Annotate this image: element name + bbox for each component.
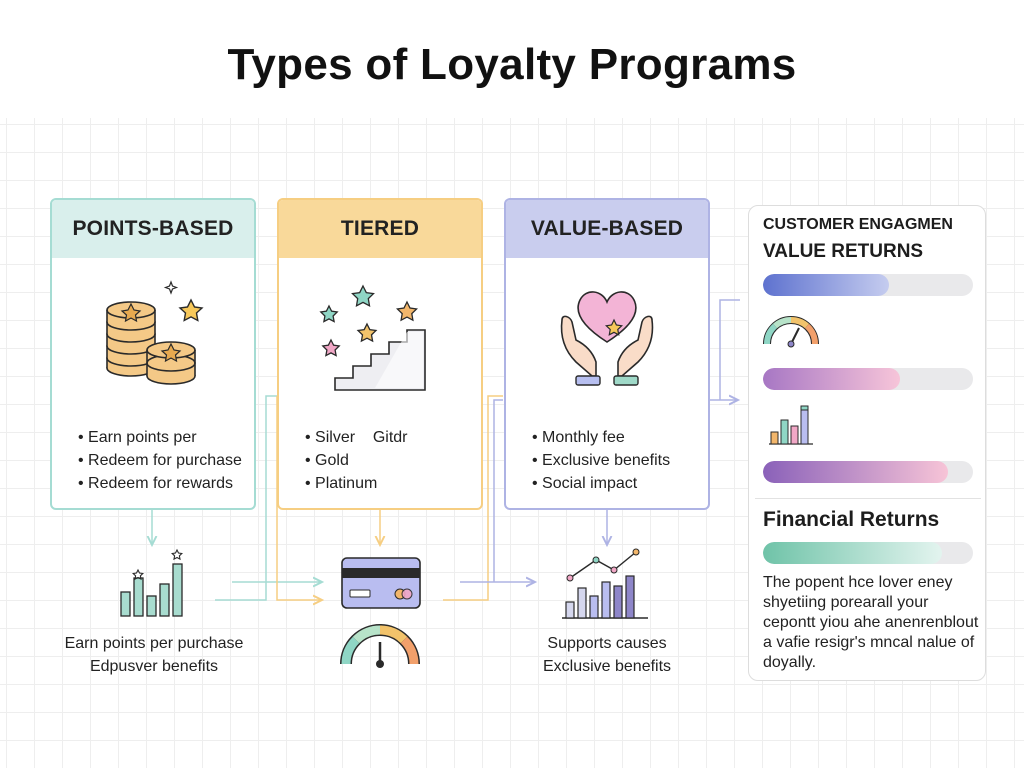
gauge-icon: [763, 314, 819, 353]
bar-chart-stars-icon: [117, 548, 189, 625]
value-flow-text: Supports causes Exclusive benefits: [505, 632, 709, 678]
coins-stars-icon: [52, 280, 254, 410]
card-header-points: POINTS-BASED: [52, 200, 254, 258]
bar-fill: [763, 368, 900, 390]
flow-line: Exclusive benefits: [542, 658, 672, 675]
tiered-list: Silver Gitdr Gold Platinum: [305, 426, 408, 495]
list-item: Social impact: [532, 472, 670, 495]
financial-returns-title: Financial Returns: [763, 508, 940, 531]
flow-line: Earn points per purchase: [64, 635, 244, 652]
list-item: Platinum: [305, 472, 408, 495]
list-item: Earn points per: [78, 426, 242, 449]
list-item: Redeem for purchase: [78, 449, 242, 472]
credit-card-icon: [340, 556, 422, 615]
heart-hands-icon: [506, 280, 708, 410]
engagement-panel: CUSTOMER ENGAGMEN VALUE RETURNS Financia…: [748, 205, 986, 681]
value-list: Monthly fee Exclusive benefits Social im…: [532, 426, 670, 495]
list-item: Gold: [305, 449, 408, 472]
bar-fill: [763, 274, 889, 296]
card-header-value: VALUE-BASED: [506, 200, 708, 258]
page-title: Types of Loyalty Programs: [227, 40, 797, 89]
list-item: Silver Gitdr: [305, 426, 407, 449]
points-flow-text: Earn points per purchase Edpusver benefi…: [52, 632, 256, 678]
panel-divider: [755, 498, 981, 499]
financial-progress-bar: [763, 542, 973, 564]
tier-stairs-icon: [279, 280, 481, 410]
panel-title-line1: CUSTOMER ENGAGMEN: [763, 216, 953, 233]
card-points-based: POINTS-BASED: [50, 198, 256, 510]
progress-bar: [763, 274, 973, 296]
card-value-based: VALUE-BASED Monthly fee Exclusive benefi…: [504, 198, 710, 510]
panel-title-line2: VALUE RETURNS: [763, 241, 924, 262]
bar-fill: [763, 461, 948, 483]
progress-bar: [763, 368, 973, 390]
card-header-tiered: TIERED: [279, 200, 481, 258]
flow-line: Supports causes: [547, 635, 667, 652]
bar-chart-icon: [767, 404, 815, 451]
gauge-icon: [340, 620, 420, 675]
list-item: Monthly fee: [532, 426, 670, 449]
progress-bar: [763, 461, 973, 483]
list-item: Exclusive benefits: [532, 449, 670, 472]
flow-line: Edpusver benefits: [89, 658, 219, 675]
points-list: Earn points per Redeem for purchase Rede…: [78, 426, 242, 495]
financial-returns-text: The popent hce lover eney shyetiing pore…: [763, 574, 979, 671]
trend-chart-icon: [560, 548, 650, 625]
card-tiered: TIERED Silver Gitdr Gold Platinum: [277, 198, 483, 510]
list-item: Redeem for rewards: [78, 472, 242, 495]
bar-fill: [763, 542, 942, 564]
